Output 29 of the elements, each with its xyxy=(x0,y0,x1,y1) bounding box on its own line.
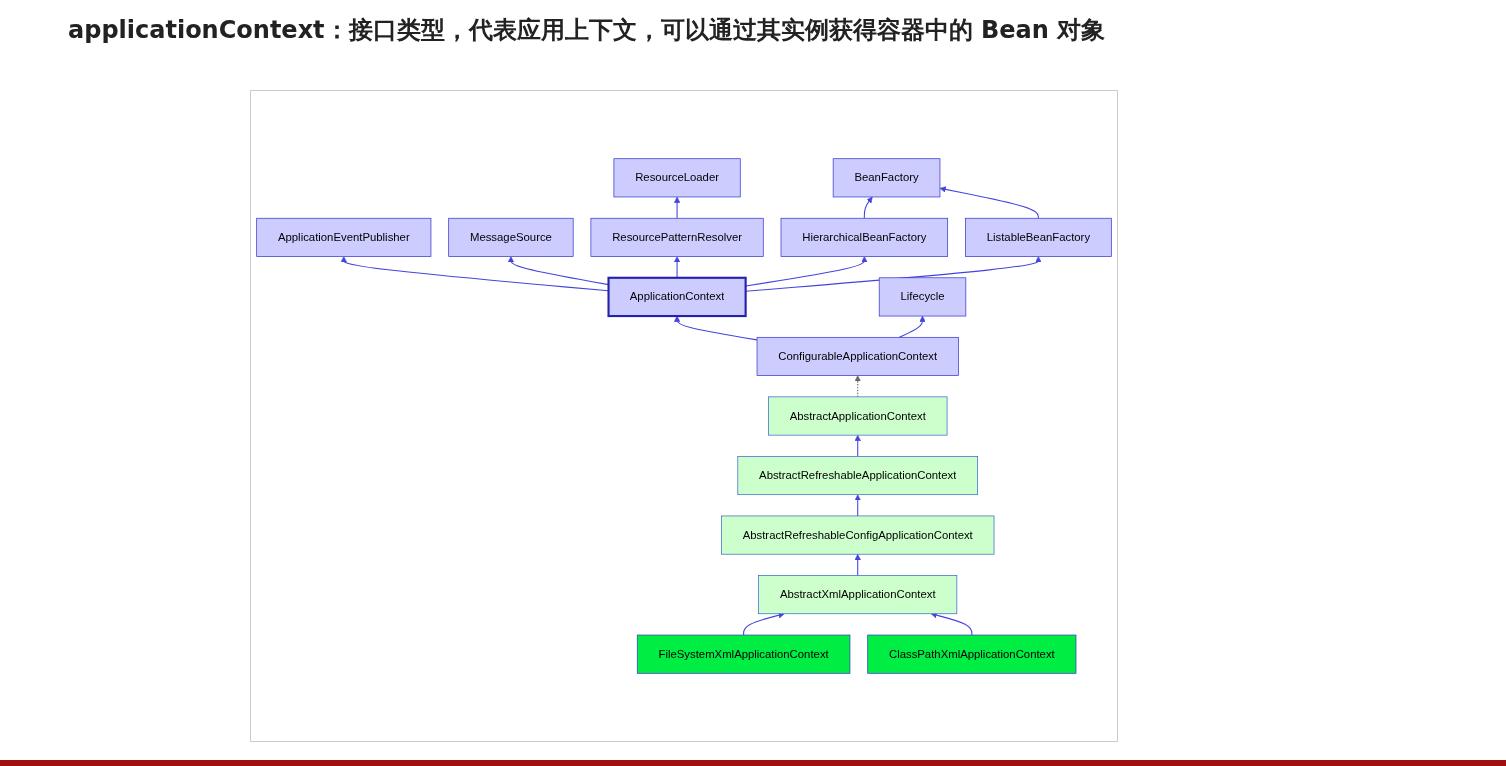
node-box: FileSystemXmlApplicationContext xyxy=(636,634,851,674)
arrow xyxy=(854,375,861,398)
title: applicationContext：接口类型，代表应用上下文，可以通过其实例获得容器中的 Bean 对象 xyxy=(68,15,1106,46)
node-box: HierarchicalBeanFactory xyxy=(780,217,949,257)
node-box: ApplicationEventPublisher xyxy=(256,217,432,257)
arrow xyxy=(745,256,1042,292)
node-box: ConfigurableApplicationContext xyxy=(756,336,959,376)
arrow xyxy=(743,612,785,636)
node-box: MessageSource xyxy=(448,217,574,257)
arrow xyxy=(854,553,861,576)
arrow xyxy=(939,186,1039,219)
arrow xyxy=(863,196,873,219)
node-box: BeanFactory xyxy=(832,158,941,198)
node-box: AbstractRefreshableApplicationContext xyxy=(737,456,978,496)
node-box: ListableBeanFactory xyxy=(965,217,1112,257)
node-box: AbstractApplicationContext xyxy=(768,396,948,436)
node-box: AbstractRefreshableConfigApplicationContext xyxy=(721,515,995,555)
arrow xyxy=(745,256,868,287)
node-box: AbstractXmlApplicationContext xyxy=(758,575,958,615)
arrow xyxy=(854,494,861,517)
arrow xyxy=(854,434,861,457)
node-box: ResourceLoader xyxy=(613,158,741,198)
arrow xyxy=(673,196,681,219)
arrow xyxy=(930,612,973,636)
node-box: Lifecycle xyxy=(878,277,967,317)
arrow xyxy=(898,315,926,338)
node-box: ApplicationContext xyxy=(607,276,747,318)
node-box: ResourcePatternResolver xyxy=(590,217,764,257)
node-box: ClassPathXmlApplicationContext xyxy=(867,634,1077,674)
